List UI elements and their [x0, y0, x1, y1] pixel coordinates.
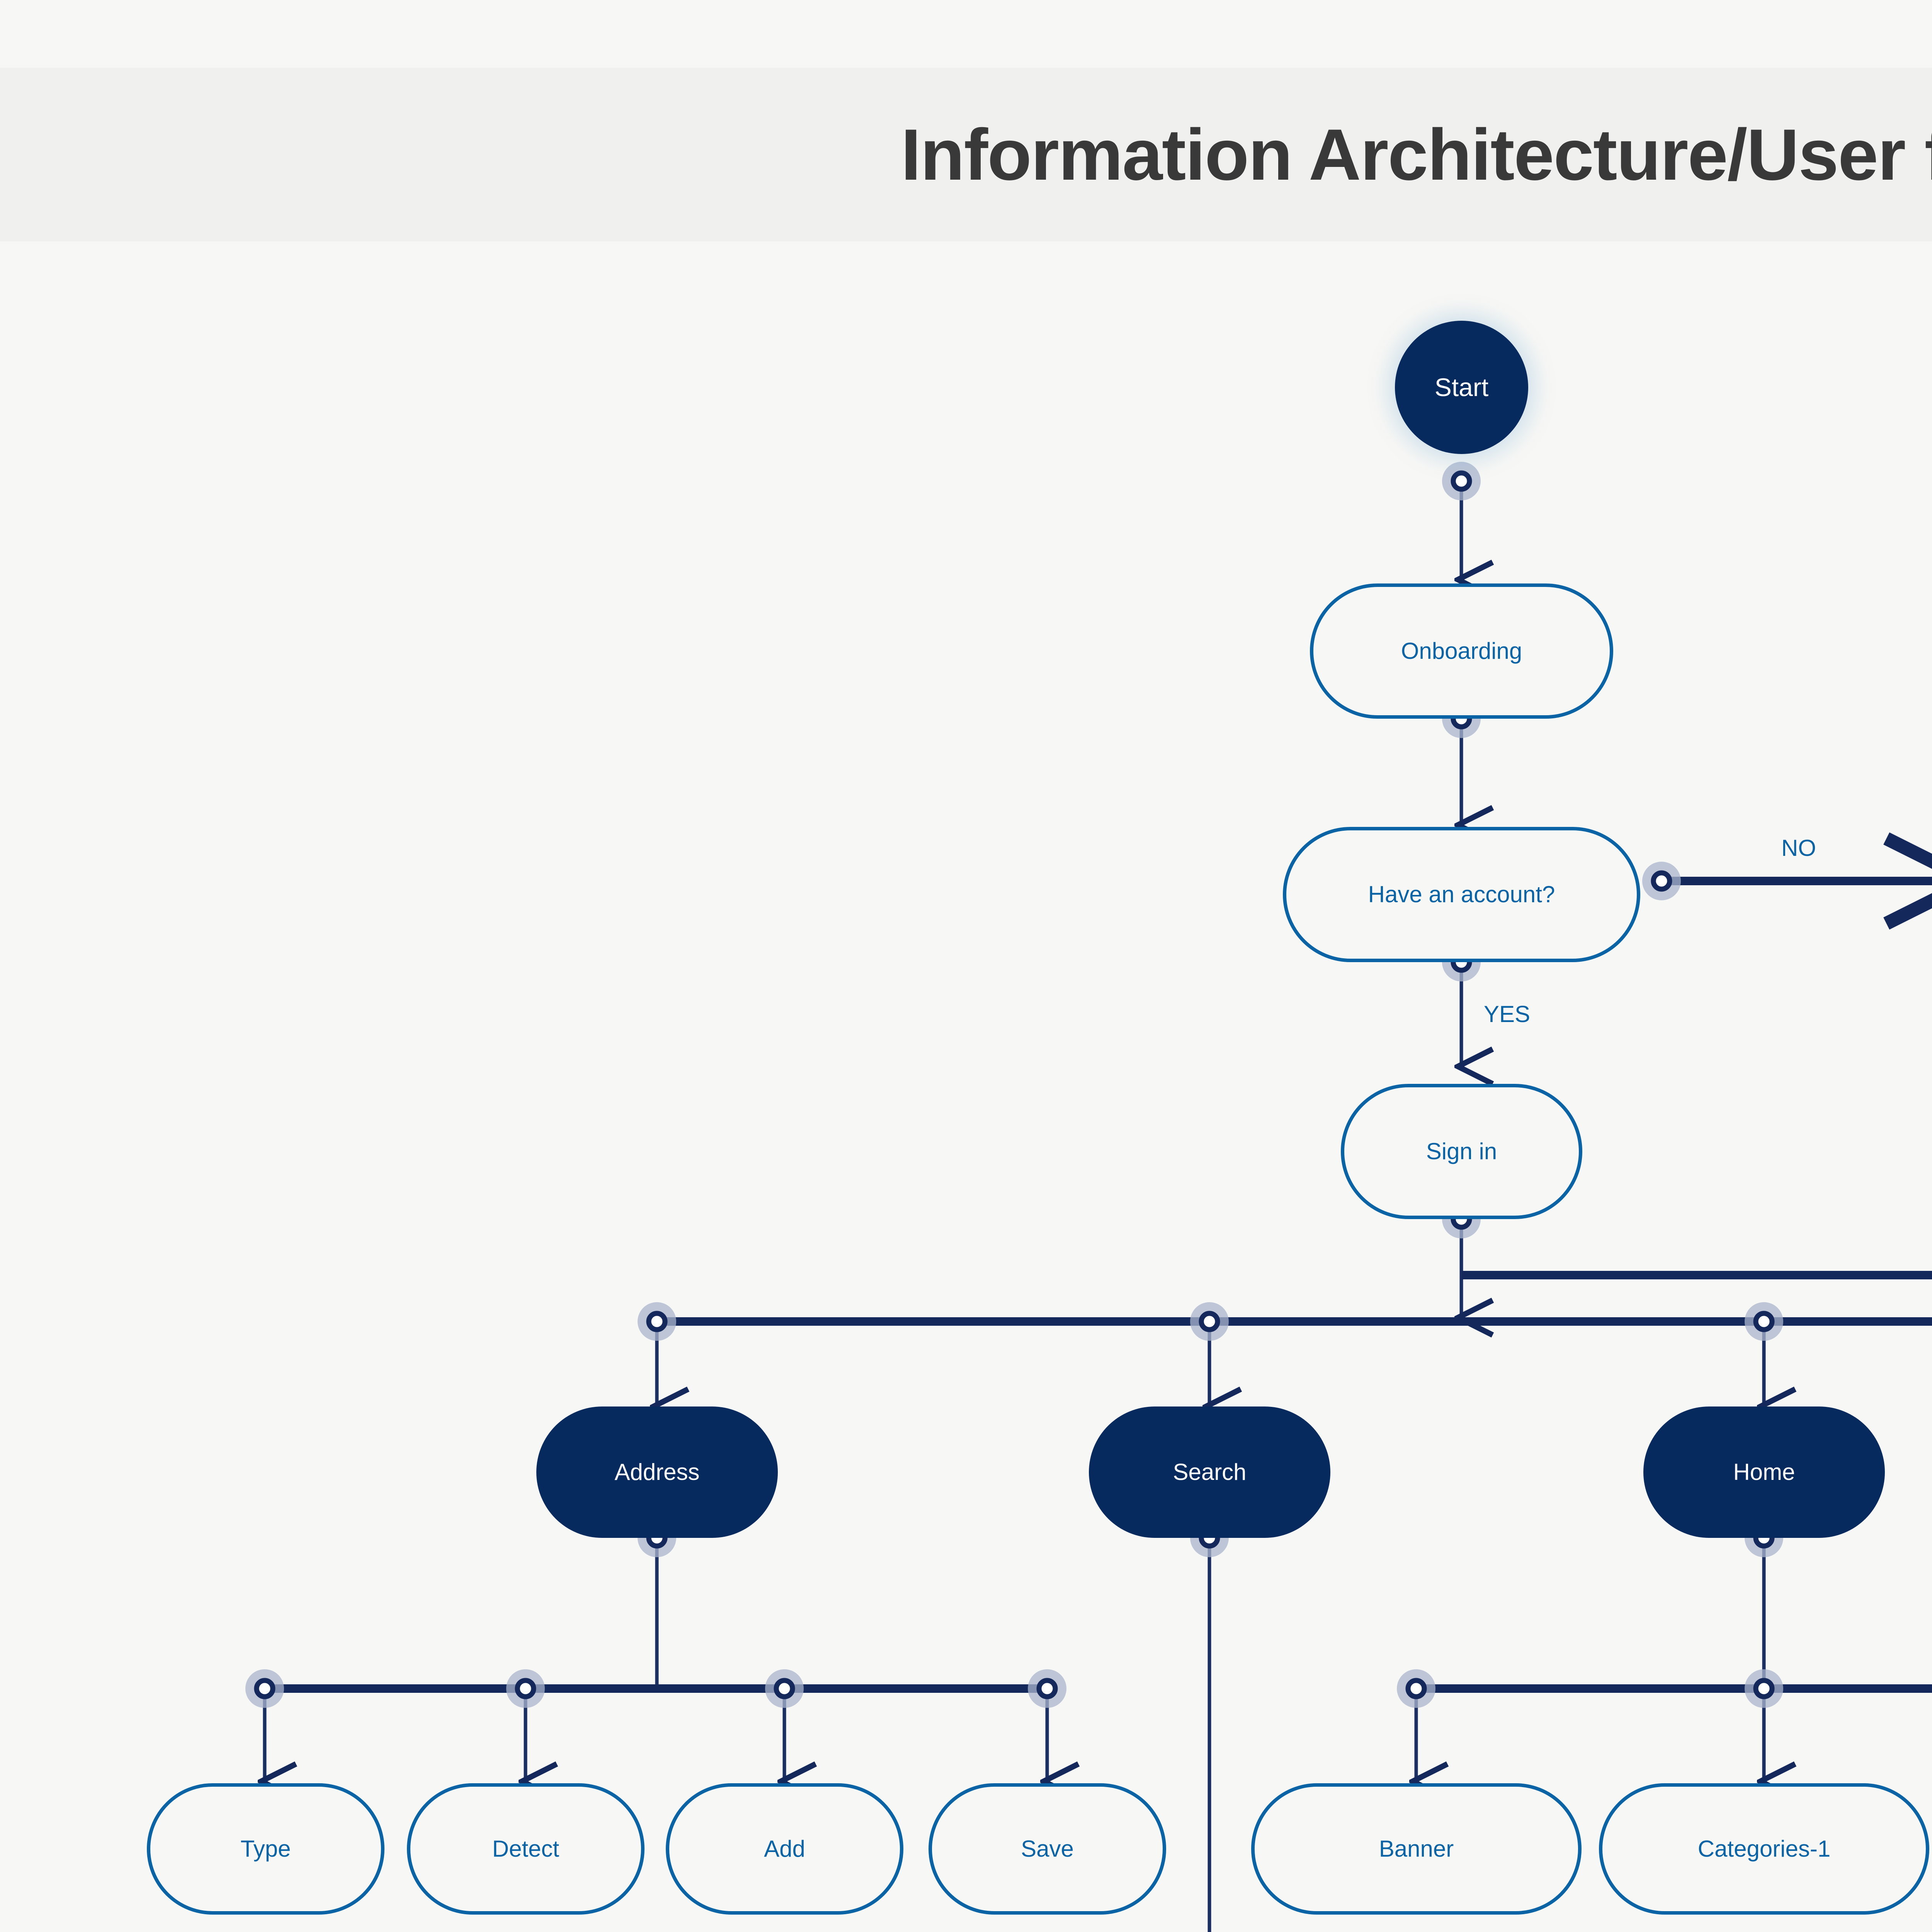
node-address-type[interactable]: Type — [147, 1783, 384, 1915]
page-title: Information Architecture/User flow — [901, 114, 1932, 195]
node-home[interactable]: Home — [1643, 1406, 1885, 1538]
node-address-add[interactable]: Add — [666, 1783, 903, 1915]
node-sign-in[interactable]: Sign in — [1341, 1084, 1582, 1219]
node-home-banner[interactable]: Banner — [1251, 1783, 1582, 1915]
node-start[interactable]: Start — [1395, 321, 1528, 454]
node-have-an-account[interactable]: Have an account? — [1283, 827, 1640, 962]
edge-label-yes: YES — [1484, 1001, 1531, 1027]
node-address-save[interactable]: Save — [929, 1783, 1166, 1915]
node-onboarding[interactable]: Onboarding — [1310, 583, 1613, 719]
node-home-categories-1[interactable]: Categories-1 — [1599, 1783, 1929, 1915]
edge-label-no: NO — [1781, 835, 1816, 861]
node-address[interactable]: Address — [536, 1406, 778, 1538]
header-band — [0, 68, 1932, 242]
node-address-detect[interactable]: Detect — [407, 1783, 645, 1915]
node-search[interactable]: Search — [1089, 1406, 1330, 1538]
